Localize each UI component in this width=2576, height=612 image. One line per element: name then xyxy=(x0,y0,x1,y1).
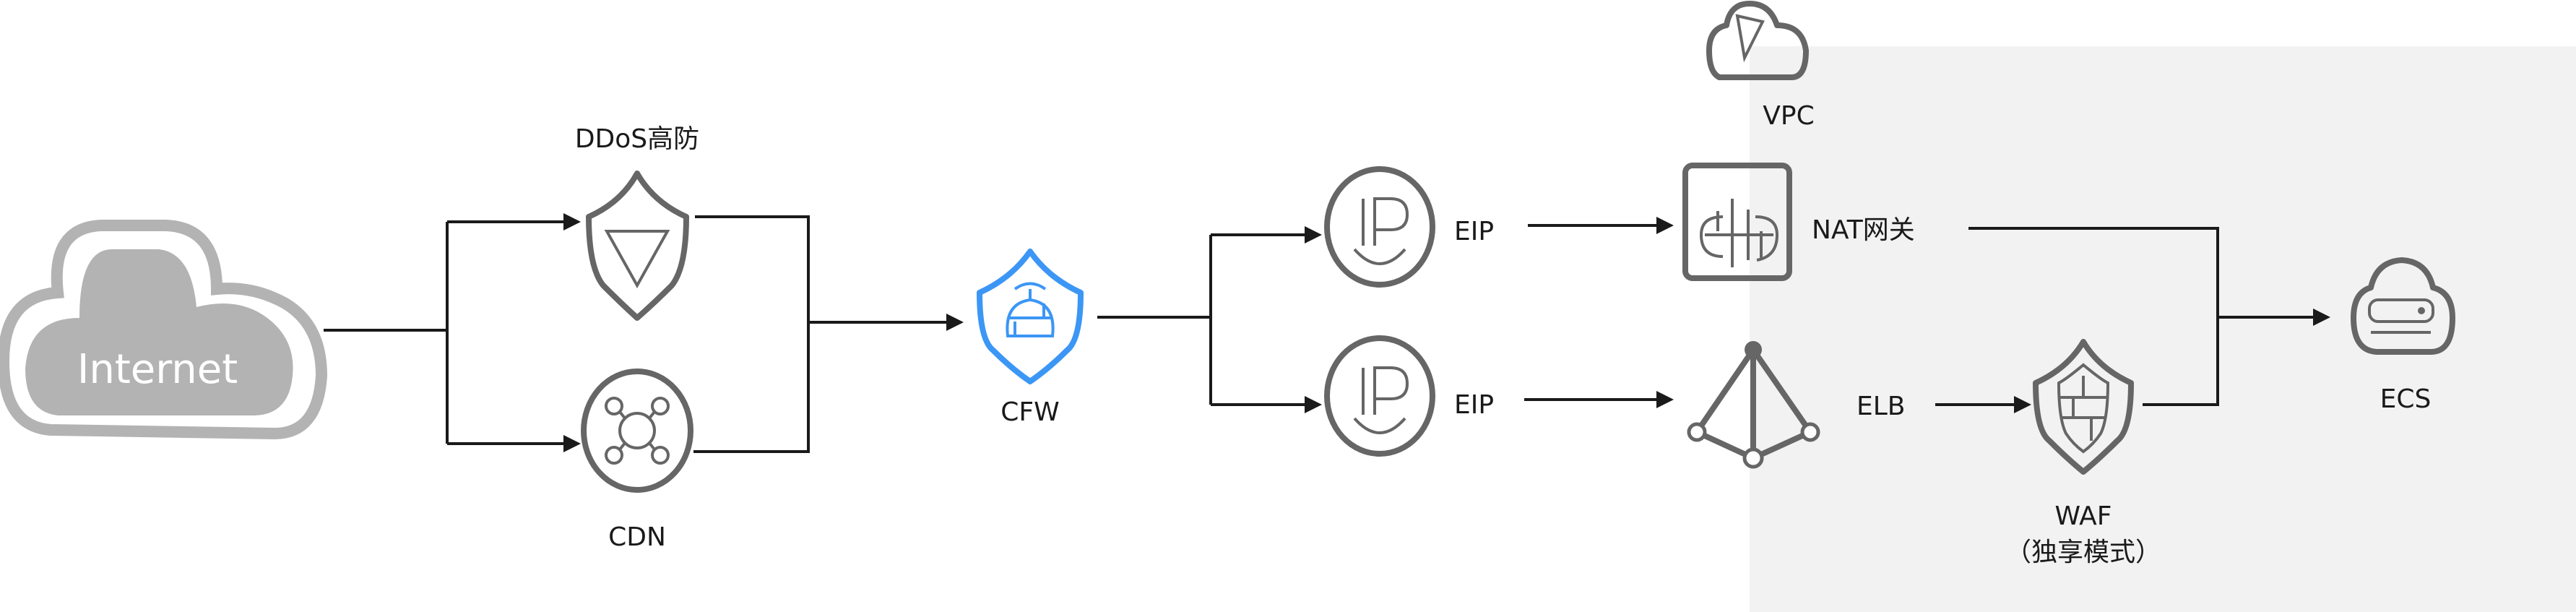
load-balancer-icon xyxy=(1687,341,1820,469)
internet-node: Internet xyxy=(0,220,328,440)
eip-node-2: EIP xyxy=(1324,335,1494,457)
ip-icon xyxy=(1324,335,1435,457)
nat-node: NAT网关 xyxy=(1682,163,1915,281)
vpc-label: VPC xyxy=(1763,101,1814,131)
ddos-label: DDoS高防 xyxy=(575,124,699,154)
vpc-node: VPC xyxy=(1706,1,1815,131)
ecs-label: ECS xyxy=(2380,384,2432,414)
cfw-label: CFW xyxy=(1000,397,1059,427)
vpc-cloud-icon xyxy=(1706,1,1809,80)
waf-shield-icon xyxy=(2033,339,2134,475)
shield-triangle-icon xyxy=(586,171,689,321)
eip-label-2: EIP xyxy=(1454,390,1494,420)
ecs-node: ECS xyxy=(2351,257,2455,414)
elb-label: ELB xyxy=(1857,392,1906,421)
cfw-node: CFW xyxy=(977,249,1084,427)
elb-node: ELB xyxy=(1687,341,1906,469)
firewall-shield-icon xyxy=(977,249,1084,384)
nat-gateway-icon xyxy=(1682,163,1792,281)
internet-label: Internet xyxy=(77,346,238,393)
connectors xyxy=(324,213,2330,453)
vpc-region xyxy=(1750,46,2576,612)
eip-label-1: EIP xyxy=(1454,217,1494,246)
ddos-node: DDoS高防 xyxy=(575,124,699,321)
cdn-network-icon xyxy=(581,369,693,493)
cdn-node: CDN xyxy=(581,369,693,552)
waf-label: WAF xyxy=(2055,501,2112,531)
cdn-label: CDN xyxy=(608,522,666,552)
cloud-icon xyxy=(0,220,328,440)
waf-mode-label: （独享模式） xyxy=(2005,538,2161,567)
waf-node: WAF （独享模式） xyxy=(2005,339,2161,567)
ip-icon xyxy=(1324,166,1435,288)
ecs-server-icon xyxy=(2351,257,2455,355)
nat-label: NAT网关 xyxy=(1812,215,1915,245)
eip-node-1: EIP xyxy=(1324,166,1494,288)
